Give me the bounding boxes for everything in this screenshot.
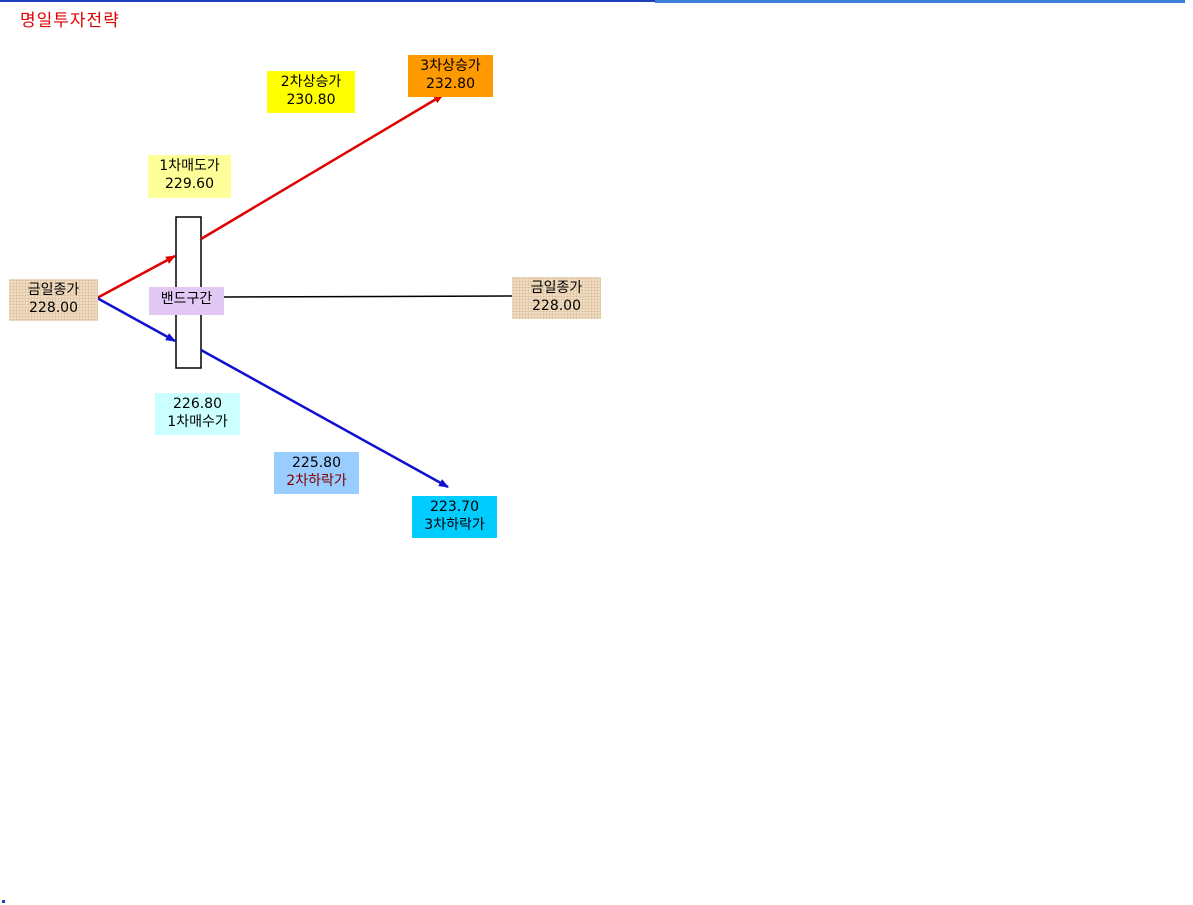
second-down-label: 2차하락가 [286,473,347,489]
today-close-left-label: 금일종가 [27,282,80,298]
second-down-value: 225.80 [292,455,341,471]
first-buy-value: 226.80 [173,396,222,412]
third-down-label: 3차하락가 [424,517,485,533]
band-box: 밴드구간 [149,287,224,315]
second-up-label: 2차상승가 [280,74,342,90]
first-sell-value: 229.60 [165,176,214,192]
third-up-box: 3차상승가 232.80 [408,55,493,97]
first-sell-box: 1차매도가 229.60 [148,155,231,198]
second-up-value: 230.80 [286,92,336,108]
third-up-label: 3차상승가 [420,58,481,74]
today-close-right-box: 금일종가 228.00 [512,277,601,319]
second-up-box: 2차상승가 230.80 [267,71,355,113]
second-down-box: 225.80 2차하락가 [274,452,359,494]
third-down-value: 223.70 [430,499,479,515]
corner-dot [2,900,5,903]
today-close-left-value: 228.00 [29,300,78,316]
top-rule-right [655,0,1185,3]
band-label: 밴드구간 [160,291,213,307]
down-arrow-long [200,348,449,489]
third-down-box: 223.70 3차하락가 [412,496,497,538]
up-arrow-long [200,93,444,241]
first-buy-label: 1차매수가 [167,414,228,430]
third-up-value: 232.80 [426,76,475,92]
today-close-right-value: 228.00 [532,298,581,314]
today-close-left-box: 금일종가 228.00 [9,279,98,321]
today-close-right-label: 금일종가 [530,280,583,296]
down-arrow-short [96,296,176,343]
flat-line [223,295,513,298]
top-rule-left [0,0,655,2]
page-title: 명일투자전략 [20,11,120,31]
first-buy-box: 226.80 1차매수가 [155,393,240,435]
first-sell-label: 1차매도가 [159,158,220,174]
up-arrow-short [96,254,176,300]
